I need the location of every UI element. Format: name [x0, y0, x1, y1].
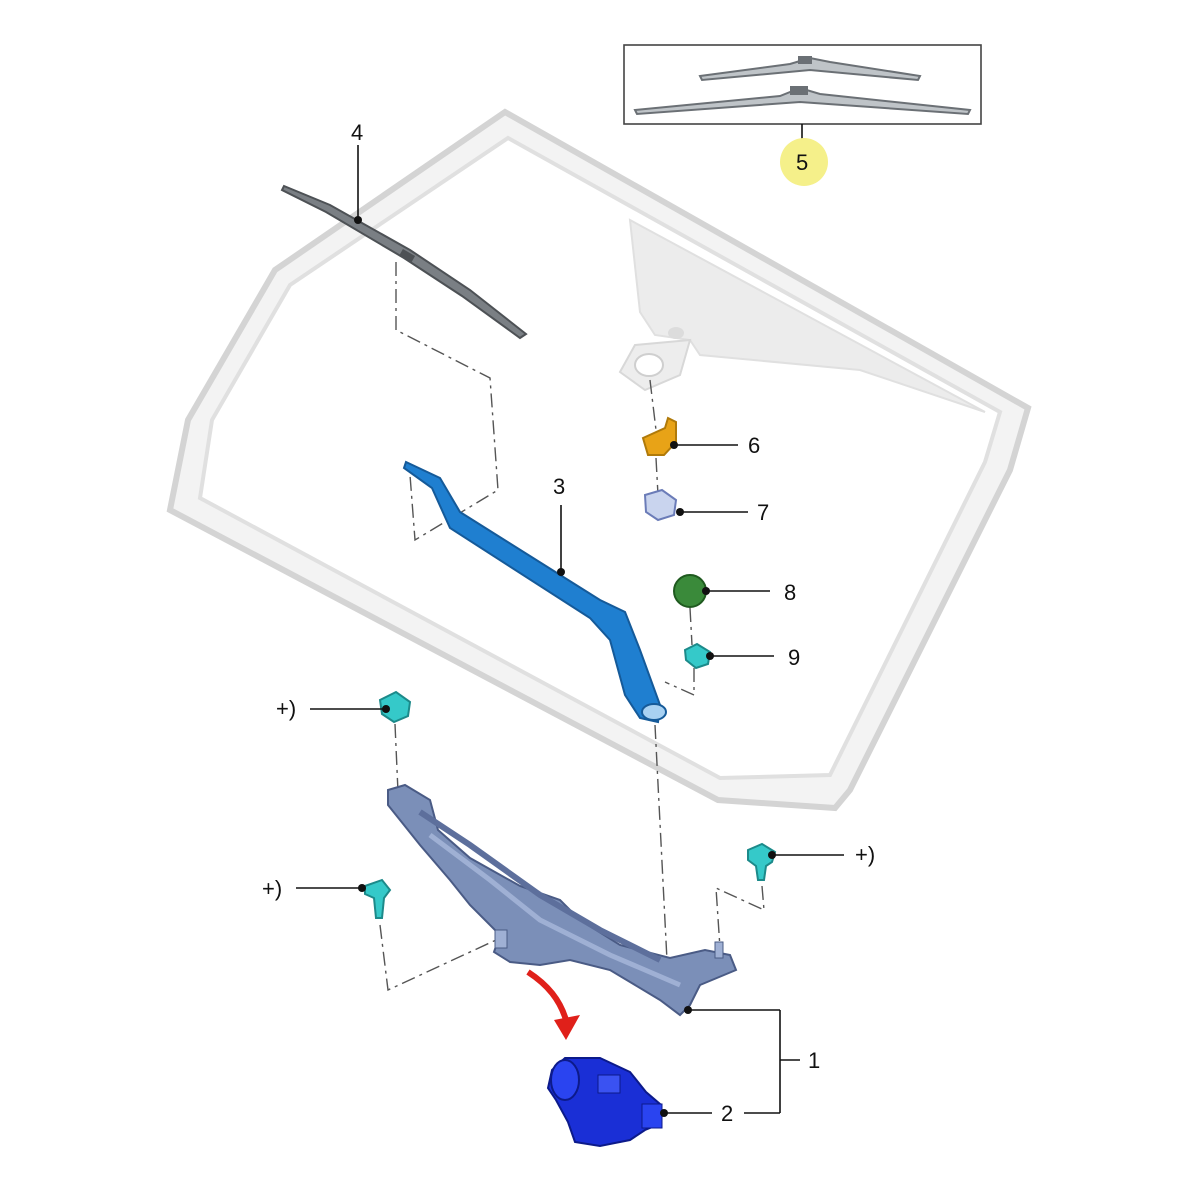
blade-kit-box: 5 — [623, 44, 982, 186]
callout-5[interactable]: 5 — [796, 150, 808, 175]
arm-dash-line — [654, 724, 669, 981]
nozzle-clip-icon — [643, 488, 678, 522]
fastener-icon — [747, 842, 777, 881]
callout-4[interactable]: 4 — [351, 120, 363, 145]
wiper-blade-icon — [280, 184, 528, 340]
nut-cap: 8 — [664, 574, 796, 697]
highlight-5 — [780, 138, 828, 186]
assembly-arrow-icon — [526, 969, 569, 1021]
fastener-b-dash-line — [379, 924, 497, 992]
wiper-linkage: 1 — [387, 783, 820, 1113]
mirror-mount-hole — [634, 353, 664, 377]
callout-1[interactable]: 1 — [808, 1048, 820, 1073]
callout-plus-b[interactable]: +) — [262, 876, 282, 901]
callout-3[interactable]: 3 — [553, 474, 565, 499]
wiper-blade-icon — [633, 56, 972, 116]
fastener-left: +) — [262, 876, 497, 992]
fastener-icon — [364, 878, 392, 919]
windshield-inner-edge — [197, 135, 1003, 781]
callout-8[interactable]: 8 — [784, 580, 796, 605]
assembly-arrow — [526, 969, 580, 1040]
callout-plus-a[interactable]: +) — [276, 696, 296, 721]
linkage-rod-lower — [428, 833, 681, 988]
fastener-right: +) — [715, 842, 875, 949]
fastener-top-left: +) — [276, 690, 412, 793]
nut-icon — [683, 642, 712, 670]
sensor-dot — [668, 327, 684, 339]
callout-2[interactable]: 2 — [721, 1101, 733, 1126]
windshield — [166, 108, 1032, 812]
mirror-mount-area — [628, 218, 986, 413]
nut-cap-icon — [673, 574, 707, 608]
nozzle-clip: 7 — [643, 488, 769, 525]
callout-7[interactable]: 7 — [757, 500, 769, 525]
nut: 9 — [683, 642, 800, 670]
wiper-linkage-icon — [387, 783, 738, 1017]
blade-dash-line — [395, 262, 499, 542]
fastener-icon — [378, 690, 412, 724]
cap-dash-line — [664, 607, 695, 697]
fastener-a-dash-line — [394, 723, 399, 793]
wiper-arm: 3 — [402, 460, 669, 981]
callout-9[interactable]: 9 — [788, 645, 800, 670]
callout-plus-c[interactable]: +) — [855, 842, 875, 867]
nozzle-dash-line — [649, 379, 659, 496]
washer-nozzle-icon — [641, 416, 677, 456]
wiper-blade: 4 — [280, 120, 528, 542]
wiper-motor: 2 — [546, 1057, 780, 1148]
linkage-rod-upper — [418, 809, 662, 963]
callout-6[interactable]: 6 — [748, 433, 760, 458]
washer-nozzle: 6 — [641, 379, 760, 496]
fastener-c-dash-line — [715, 885, 765, 949]
